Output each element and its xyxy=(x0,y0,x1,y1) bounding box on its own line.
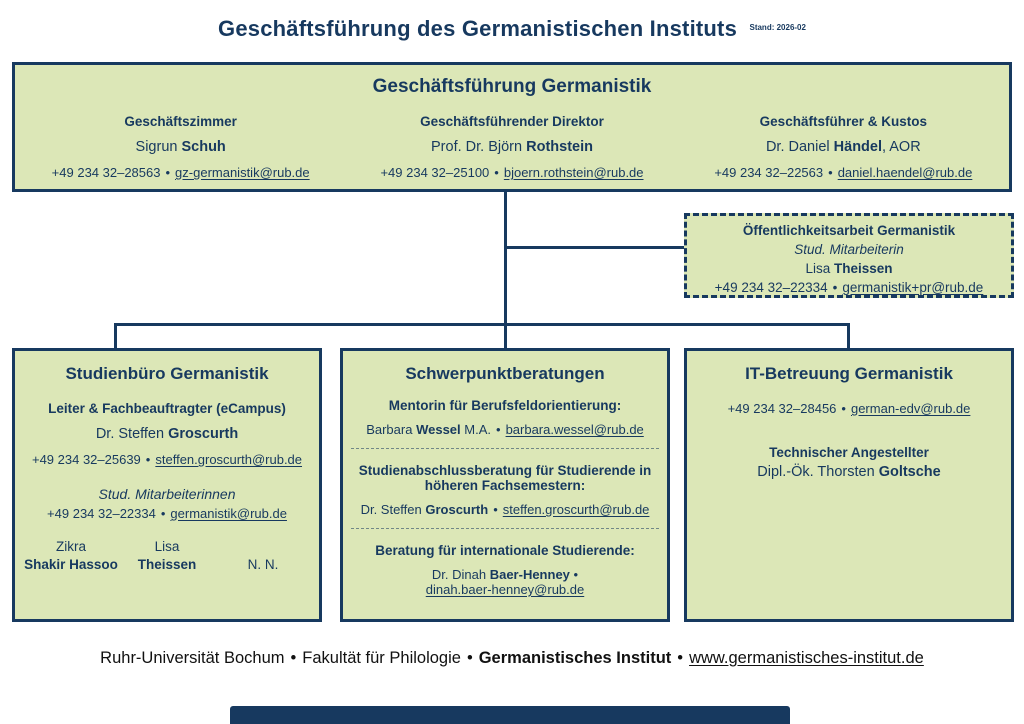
schwerpunkt-title: Schwerpunktberatungen xyxy=(405,364,605,383)
role-label: Geschäftsführer & Kustos xyxy=(759,114,927,129)
bottom-bar xyxy=(230,706,790,724)
phone-number: +49 234 32–25639 xyxy=(31,452,141,467)
studienbuero-box: Studienbüro Germanistik Leiter & Fachbea… xyxy=(12,348,322,622)
website-link[interactable]: www.germanistisches-institut.de xyxy=(689,649,924,667)
contact-line: +49 234 32–22334 • germanistik@rub.de xyxy=(15,506,319,521)
phone-number: +49 234 32–25100 xyxy=(380,165,490,180)
email-link[interactable]: steffen.groscurth@rub.de xyxy=(155,452,303,467)
person-name: Sigrun Schuh xyxy=(135,139,226,155)
column-geschaeftszimmer: Geschäftszimmer Sigrun Schuh +49 234 32–… xyxy=(15,100,346,180)
connector-distribution xyxy=(114,323,850,326)
bullet-separator: • xyxy=(493,502,498,517)
role-label: Geschäftsführender Direktor xyxy=(420,114,604,129)
bullet-separator: • xyxy=(160,506,166,521)
phone-number: +49 234 32–22334 xyxy=(47,506,156,521)
section-heading: Mentorin für Berufsfeldorientierung: xyxy=(388,398,622,413)
schwerpunkt-box: Schwerpunktberatungen Mentorin für Beruf… xyxy=(340,348,670,622)
contact-line: +49 234 32–22563 • daniel.haendel@rub.de xyxy=(678,165,1009,180)
assistants-label: Stud. Mitarbeiterinnen xyxy=(98,486,236,502)
version-date: Stand: 2026-02 xyxy=(749,23,806,32)
section-heading: Studienabschlussberatung für Studierende… xyxy=(358,463,652,493)
bullet-separator: • xyxy=(828,165,833,180)
section-person: Dr. Dinah Baer-Henney •dinah.baer-henney… xyxy=(425,567,585,597)
footer-faculty: Fakultät für Philologie xyxy=(302,649,461,667)
person-name: Dipl.-Ök. Thorsten Goltsche xyxy=(757,464,941,480)
phone-number: +49 234 32–22563 xyxy=(714,165,824,180)
bullet-separator: • xyxy=(165,165,171,180)
header: Geschäftsführung des Germanistischen Ins… xyxy=(0,16,1024,42)
person-name: Dr. Steffen Groscurth xyxy=(95,426,239,442)
assistant-name: N. N. xyxy=(247,557,279,572)
email-link[interactable]: steffen.groscurth@rub.de xyxy=(502,502,650,517)
email-link[interactable]: german-edv@rub.de xyxy=(850,401,971,416)
bullet-separator: • xyxy=(290,649,297,667)
contact-line: +49 234 32–28456 • german-edv@rub.de xyxy=(687,401,1011,416)
footer-institute: Germanistisches Institut xyxy=(478,649,672,667)
role-label: Geschäftszimmer xyxy=(124,114,237,129)
role-label: Technischer Angestellter xyxy=(769,445,929,460)
footer: Ruhr-Universität Bochum • Fakultät für Phi… xyxy=(0,649,1024,668)
email-link[interactable]: dinah.baer-henney@rub.de xyxy=(425,582,585,597)
email-link[interactable]: daniel.haendel@rub.de xyxy=(837,165,973,180)
connector-pr-branch xyxy=(506,246,684,249)
connector-right-drop xyxy=(847,323,850,348)
contact-line: +49 234 32–25639 • steffen.groscurth@rub.d… xyxy=(15,452,319,467)
management-columns: Geschäftszimmer Sigrun Schuh +49 234 32–… xyxy=(15,100,1009,180)
dashed-divider xyxy=(351,448,659,449)
it-box: IT-Betreuung Germanistik +49 234 32–2845… xyxy=(684,348,1014,622)
contact-line: +49 234 32–25100 • bjoern.rothstein@rub.de xyxy=(346,165,677,180)
email-link[interactable]: bjoern.rothstein@rub.de xyxy=(503,165,644,180)
bullet-separator: • xyxy=(496,422,501,437)
person-name: Lisa Theissen xyxy=(805,261,893,276)
phone-number: +49 234 32–28456 xyxy=(727,401,837,416)
assistant-name: Zikra Shakir Hassoo xyxy=(24,539,118,572)
email-link[interactable]: germanistik+pr@rub.de xyxy=(842,280,984,295)
footer-org: Ruhr-Universität Bochum xyxy=(100,649,285,667)
person-name: Dr. Daniel Händel, AOR xyxy=(765,139,921,155)
it-box-title: IT-Betreuung Germanistik xyxy=(745,364,953,383)
pr-box-title: Öffentlichkeitsarbeit Germanistik xyxy=(742,223,956,238)
bullet-separator: • xyxy=(677,649,684,667)
connector-trunk xyxy=(504,192,507,348)
dashed-divider xyxy=(351,528,659,529)
bullet-separator: • xyxy=(841,401,846,416)
email-link[interactable]: gz-germanistik@rub.de xyxy=(175,165,310,180)
contact-line: +49 234 32–28563 • gz-germanistik@rub.de xyxy=(15,165,346,180)
assistants-row: Zikra Shakir Hassoo Lisa Theissen N. N. xyxy=(15,539,319,572)
management-box: Geschäftsführung Germanistik Geschäftszi… xyxy=(12,62,1012,192)
connector-left-drop xyxy=(114,323,117,348)
column-kustos: Geschäftsführer & Kustos Dr. Daniel Händ… xyxy=(678,100,1009,180)
email-link[interactable]: germanistik@rub.de xyxy=(170,506,287,521)
section-person: Barbara Wessel M.A.•barbara.wessel@rub.d… xyxy=(366,422,644,437)
studienbuero-title: Studienbüro Germanistik xyxy=(65,364,269,383)
section-heading: Beratung für internationale Studierende: xyxy=(375,543,635,558)
contact-line: +49 234 32–22334 • germanistik+pr@rub.de xyxy=(687,278,1011,297)
email-link[interactable]: barbara.wessel@rub.de xyxy=(505,422,644,437)
bullet-separator: • xyxy=(832,280,838,295)
person-name: Prof. Dr. Björn Rothstein xyxy=(431,139,593,155)
role-label: Leiter & Fachbeauftragter (eCampus) xyxy=(48,401,286,416)
page-title: Geschäftsführung des Germanistischen Ins… xyxy=(218,16,738,41)
column-direktor: Geschäftsführender Direktor Prof. Dr. Bj… xyxy=(346,100,677,180)
bullet-separator: • xyxy=(573,567,579,582)
phone-number: +49 234 32–28563 xyxy=(51,165,161,180)
assistant-name: Lisa Theissen xyxy=(137,539,197,572)
pr-subtitle: Stud. Mitarbeiterin xyxy=(794,242,904,257)
bullet-separator: • xyxy=(145,452,151,467)
phone-number: +49 234 32–22334 xyxy=(714,280,828,295)
section-person: Dr. Steffen Groscurth•steffen.groscurth@… xyxy=(360,502,650,517)
management-box-title: Geschäftsführung Germanistik xyxy=(372,76,652,97)
bullet-separator: • xyxy=(494,165,499,180)
pr-box: Öffentlichkeitsarbeit Germanistik Stud. … xyxy=(684,213,1014,298)
bullet-separator: • xyxy=(466,649,473,667)
